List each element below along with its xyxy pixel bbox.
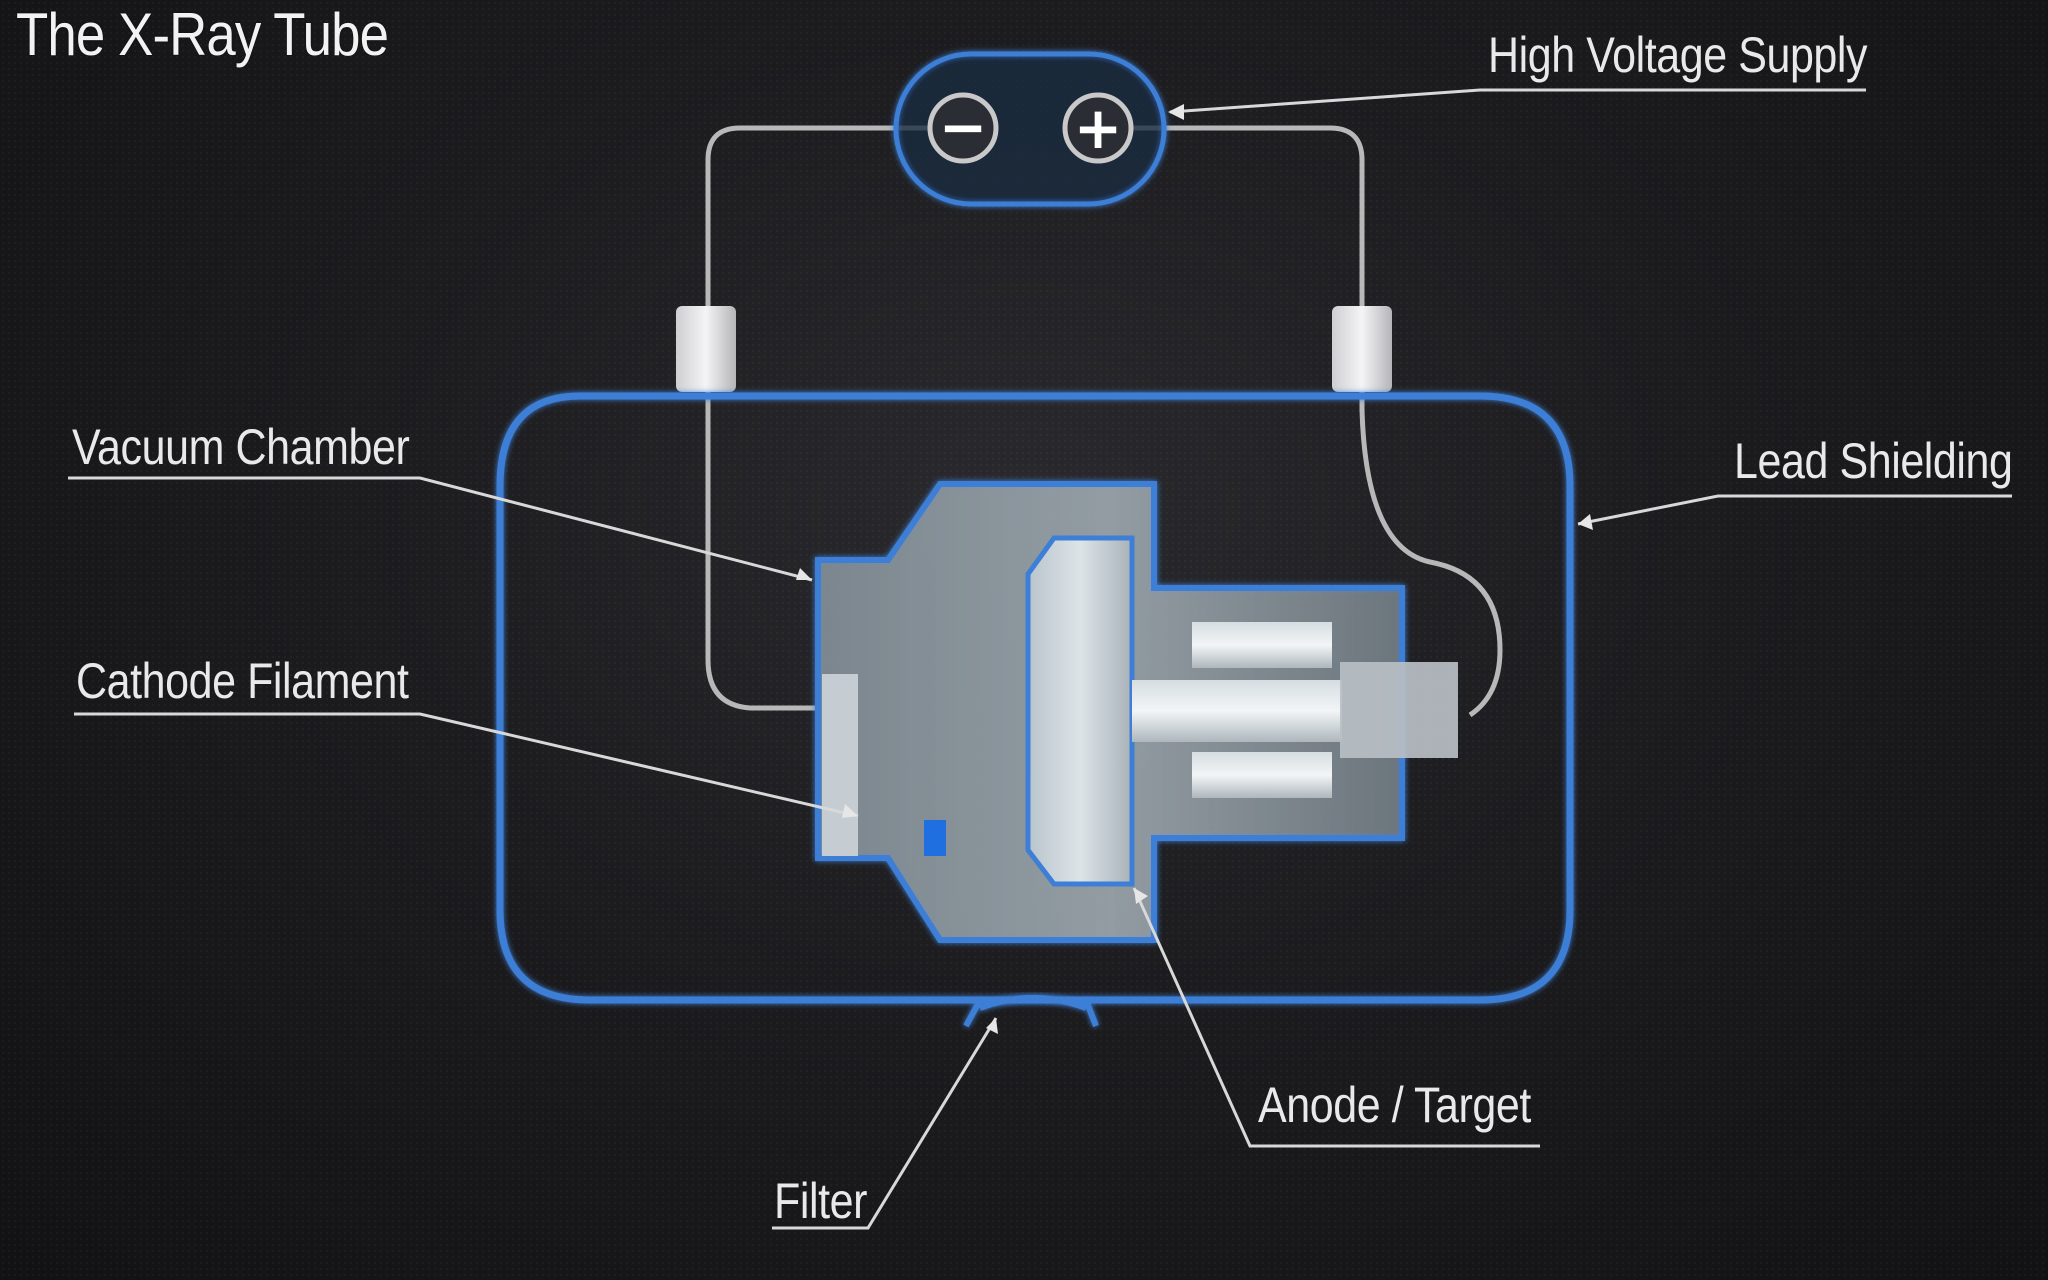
anode-target xyxy=(1025,535,1135,887)
motor-block xyxy=(1340,662,1458,758)
wires xyxy=(705,125,1503,718)
label-anode-target: Anode / Target xyxy=(1258,1077,1531,1133)
label-filter: Filter xyxy=(774,1173,867,1229)
electron-beam-marker xyxy=(924,820,946,856)
negative-wire xyxy=(705,125,950,711)
high-voltage-supply: − + xyxy=(893,51,1167,207)
anode-target-leader xyxy=(1132,887,1540,1148)
label-cathode-filament: Cathode Filament xyxy=(76,653,409,709)
cathode-filament-leader xyxy=(74,712,859,818)
leader-arrowheads xyxy=(796,104,1593,1034)
positive-sign: + xyxy=(1074,94,1123,162)
negative-sign: − xyxy=(939,93,988,161)
positive-terminal-icon xyxy=(1062,92,1134,164)
cathode-filament xyxy=(822,674,858,856)
positive-wire xyxy=(1130,125,1503,718)
lead-shielding xyxy=(496,392,1574,1004)
label-vacuum-chamber: Vacuum Chamber xyxy=(72,419,410,475)
label-lead-shielding: Lead Shielding xyxy=(1734,433,2013,489)
high-voltage-leader xyxy=(1169,88,1866,114)
rotor-bar-bottom xyxy=(1192,752,1332,798)
page-title: The X-Ray Tube xyxy=(16,1,389,68)
filter-leader xyxy=(772,1017,998,1230)
label-high-voltage-supply: High Voltage Supply xyxy=(1488,27,1868,83)
anode-shaft xyxy=(1132,680,1342,742)
rotor-bar-top xyxy=(1192,622,1332,668)
vacuum-chamber-leader xyxy=(68,476,813,582)
filter-window xyxy=(963,995,1099,1028)
leader-lines xyxy=(68,88,2012,1230)
lead-shielding-leader xyxy=(1577,494,2012,526)
positive-connector xyxy=(1332,306,1392,392)
negative-connector xyxy=(676,306,736,392)
negative-terminal-icon xyxy=(927,92,999,164)
